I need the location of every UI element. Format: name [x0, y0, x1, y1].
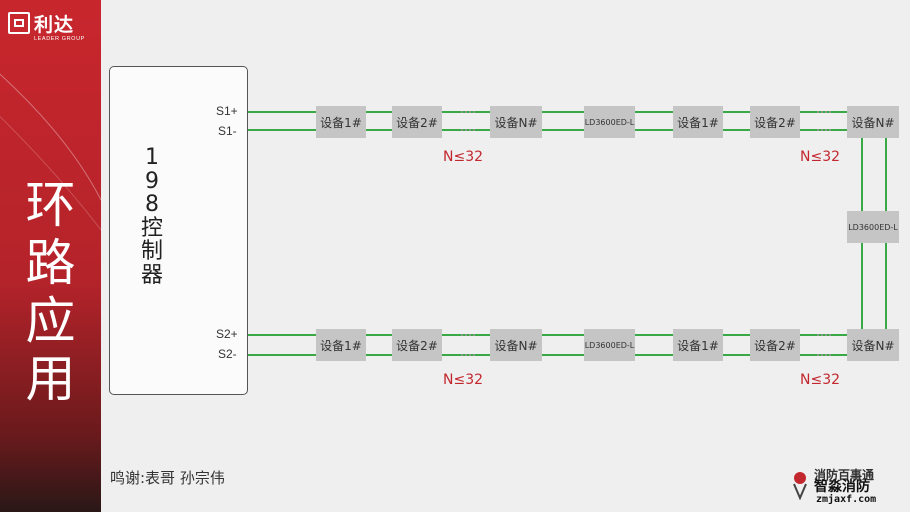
acknowledgement: 鸣谢:表哥 孙宗伟: [110, 469, 225, 487]
slide-title-char: 环: [25, 176, 76, 234]
sidebar-decoration: [0, 73, 101, 231]
watermark-top-text: 消防百事通: [814, 468, 875, 482]
brand-subtitle: LEADER GROUP: [34, 36, 85, 42]
watermark-url: zmjaxf.com: [816, 494, 877, 505]
watermark-name: 智淼消防: [814, 479, 870, 495]
device-box: 设备N#: [847, 106, 899, 138]
continuation-dots: [461, 111, 831, 356]
controller-label-char: 1: [145, 145, 159, 170]
isolator-box: LD3600ED-L: [584, 106, 635, 138]
controller-label-char: 制: [140, 239, 163, 264]
terminal-s2-plus: S2+: [216, 327, 238, 341]
device-box: 设备N#: [490, 106, 542, 138]
controller-198: [109, 66, 248, 395]
controller-label-char: 8: [145, 192, 159, 217]
watermark: 消防百事通 智淼消防 zmjaxf.com: [790, 468, 908, 510]
controller-label-char: 9: [145, 168, 159, 194]
device-count-label: N≤32: [443, 149, 484, 165]
device-box: 设备1#: [316, 329, 366, 361]
controller-label-char: 控: [140, 215, 163, 241]
controller-label: 1 9 8 控 制 器: [134, 146, 170, 287]
device-box: 设备1#: [316, 106, 366, 138]
controller-label-char: 器: [140, 262, 163, 288]
device-box: 设备2#: [392, 106, 442, 138]
watermark-logo-icon: [793, 472, 807, 500]
brand-logo: 利达 LEADER GROUP: [6, 10, 96, 44]
loop-isolator-box: LD3600ED-L: [847, 211, 899, 243]
slide-title-char: 用: [25, 350, 76, 408]
slide-title: 环 路 应 用: [0, 176, 101, 408]
device-count-label: N≤32: [800, 372, 841, 388]
slide-title-char: 路: [25, 234, 76, 292]
brand-name: 利达: [34, 14, 75, 36]
terminal-s1-minus: S1-: [218, 124, 237, 138]
sidebar: 利达 LEADER GROUP 环 路 应 用: [0, 0, 101, 512]
logo-mark-icon: [8, 12, 30, 34]
terminal-s1-plus: S1+: [216, 104, 238, 118]
device-box: 设备1#: [673, 329, 723, 361]
device-box: 设备N#: [490, 329, 542, 361]
device-count-label: N≤32: [443, 372, 484, 388]
isolator-box: LD3600ED-L: [584, 329, 635, 361]
device-box: 设备2#: [392, 329, 442, 361]
device-box: 设备1#: [673, 106, 723, 138]
device-count-label: N≤32: [800, 149, 841, 165]
slide-title-char: 应: [25, 292, 76, 350]
device-box: 设备2#: [750, 329, 800, 361]
device-box: 设备2#: [750, 106, 800, 138]
device-box: 设备N#: [847, 329, 899, 361]
terminal-s2-minus: S2-: [218, 347, 237, 361]
